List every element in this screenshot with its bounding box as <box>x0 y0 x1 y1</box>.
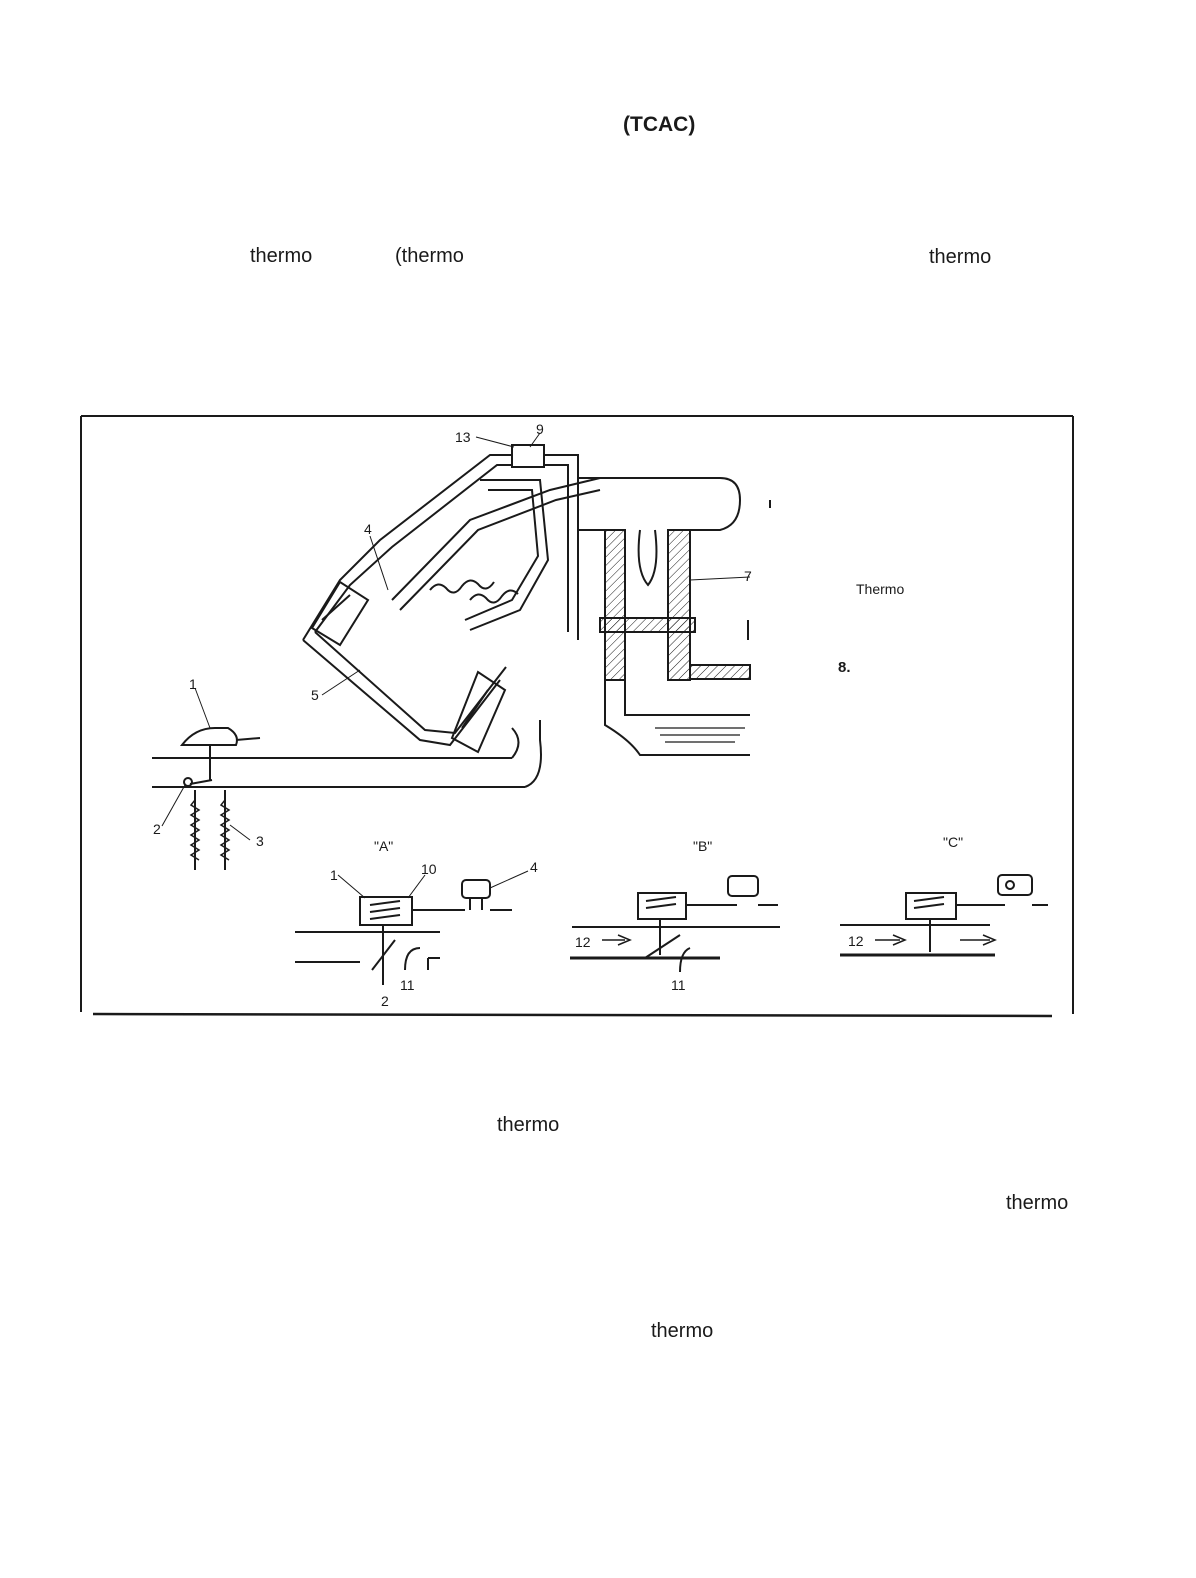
fuel-bowl <box>655 728 745 742</box>
callout-5: 5 <box>311 687 319 703</box>
callout-4-a: 4 <box>530 859 538 875</box>
vacuum-motor <box>182 728 260 780</box>
callout-9: 9 <box>536 421 544 437</box>
callout-12-b: 12 <box>575 934 591 950</box>
carburetor <box>578 478 770 755</box>
callout-11-a: 11 <box>400 977 415 993</box>
inset-view-a <box>295 880 512 985</box>
callout-3: 3 <box>256 833 264 849</box>
callout-2-main: 2 <box>153 821 161 837</box>
callout-7: 7 <box>744 568 752 584</box>
view-label-a: "A" <box>374 838 393 854</box>
callout-10: 10 <box>421 861 437 877</box>
air-cleaner-housing <box>303 455 600 745</box>
callout-1-a: 1 <box>330 867 338 883</box>
vacuum-hose <box>430 580 518 602</box>
sensor-box <box>512 445 544 467</box>
inset-view-b <box>570 876 780 972</box>
side-label-8: 8. <box>838 659 851 676</box>
side-label-thermo: Thermo <box>856 581 904 597</box>
callout-leaders <box>162 433 750 898</box>
callout-12-c: 12 <box>848 933 864 949</box>
inset-view-c <box>840 875 1048 955</box>
filter-element-lower <box>452 672 505 752</box>
callout-4: 4 <box>364 521 372 537</box>
view-label-b: "B" <box>693 838 712 854</box>
callout-13: 13 <box>455 429 471 445</box>
damper-door <box>184 778 225 870</box>
view-label-c: "C" <box>943 834 963 850</box>
snorkel-spring <box>191 800 229 860</box>
callout-11-b: 11 <box>671 977 686 993</box>
callout-2-a: 2 <box>381 993 389 1009</box>
callout-1-main: 1 <box>189 676 197 692</box>
